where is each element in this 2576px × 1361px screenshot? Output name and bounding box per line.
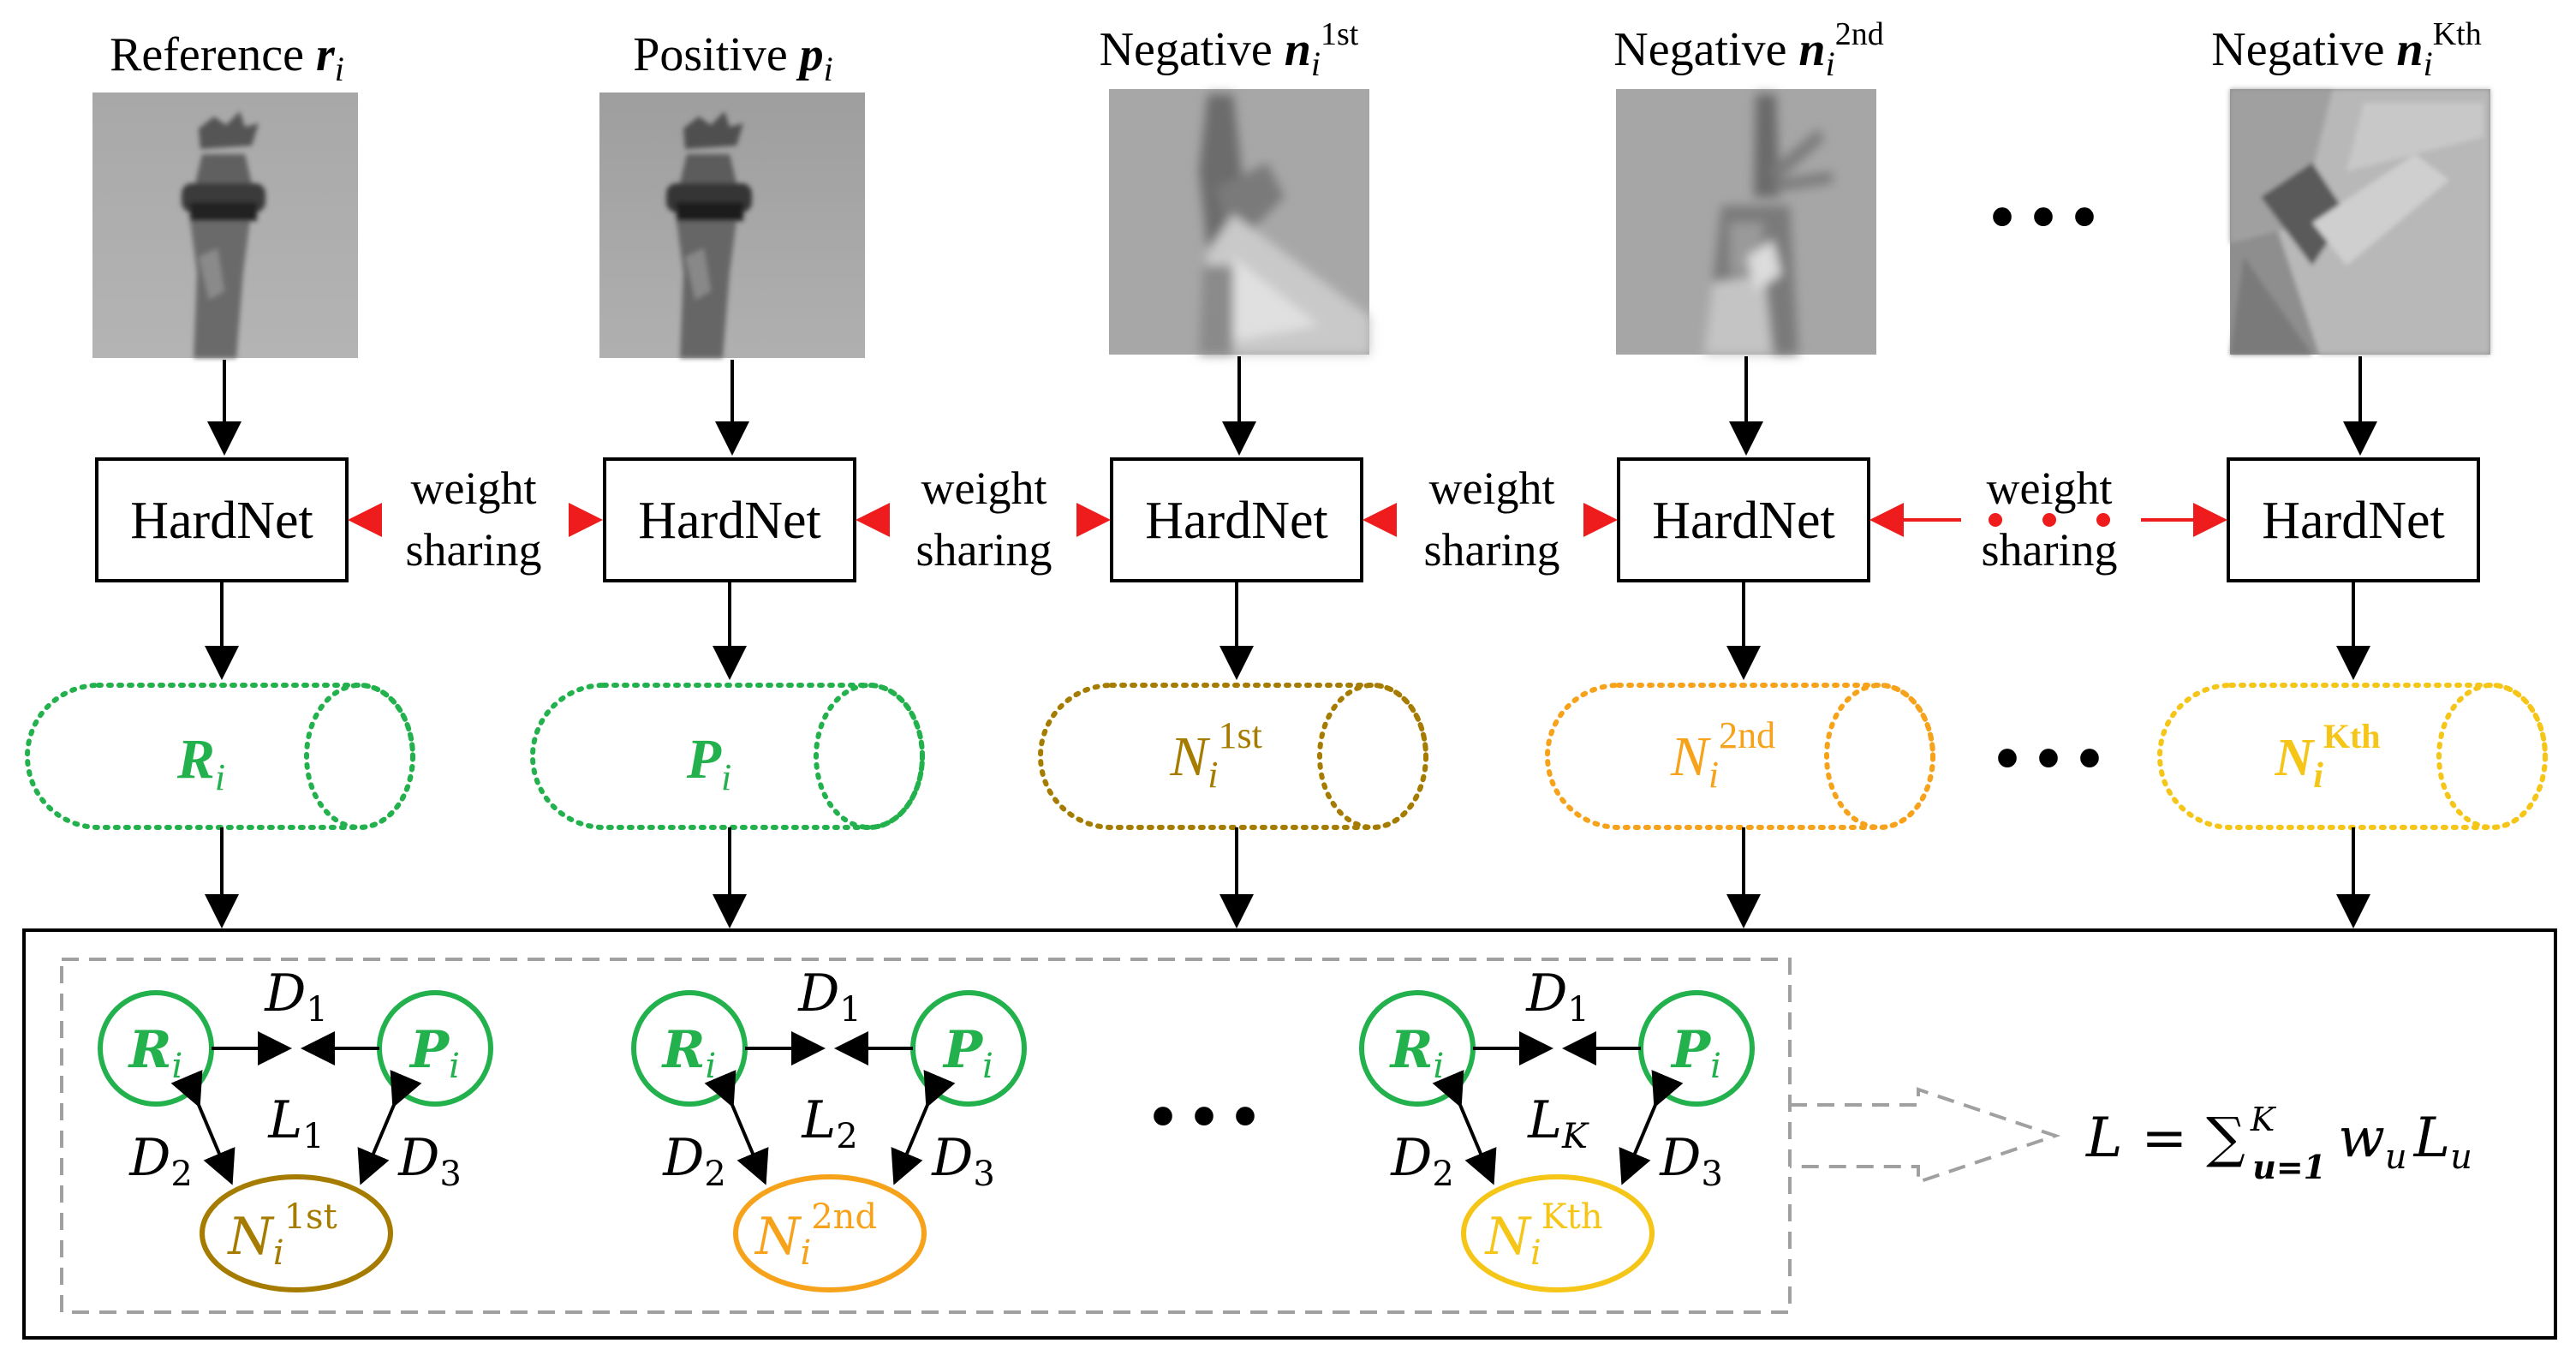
hardnet-box-3: HardNet [1110, 457, 1363, 582]
embedding-NK-cylinder [2157, 683, 2548, 830]
node-R-label: Ri [1389, 1020, 1445, 1086]
triplet-1: Ri Pi Ni1st D1 L1 D2 D3 [98, 964, 493, 1292]
embedding-P-label: Pi [686, 728, 732, 798]
ws-label-2-line1: weight [921, 463, 1047, 514]
node-N [733, 1174, 927, 1292]
hardnet-label: HardNet [1652, 492, 1834, 550]
embedding-to-loss-stubs [220, 827, 2355, 891]
embedding-labels: Ri Pi Ni1st Ni2nd NiKth [176, 714, 2381, 798]
triplet-group-dashed-box [60, 958, 1792, 1314]
node-P-label: Pi [1670, 1020, 1721, 1086]
triplet-graphs: Ri Pi Ni1st D1 L1 D2 D3 Ri Pi [98, 964, 1755, 1292]
input-patches [92, 89, 2490, 358]
hardnet-boxes: HardNet HardNet HardNet HardNet HardNet [95, 457, 2480, 582]
negative-kth-title: Negative niKth [2211, 16, 2481, 83]
d3-label: D3 [397, 1128, 462, 1194]
edge-d3 [357, 1070, 422, 1185]
embedding-cylinders [25, 683, 2548, 830]
node-N [1461, 1174, 1655, 1292]
hardnet-box-1: HardNet [95, 457, 349, 582]
column-titles: Reference ri Positive pi Negative ni1st … [110, 16, 2482, 88]
embedding-N2-label: Ni2nd [1670, 714, 1775, 796]
loss-label: L1 [267, 1090, 324, 1156]
node-R-label: Ri [661, 1020, 717, 1086]
edge-d2 [170, 1070, 236, 1185]
hardnet-box-5: HardNet [2227, 457, 2480, 582]
node-P-label: Pi [942, 1020, 993, 1086]
node-N-label: Ni1st [226, 1197, 337, 1273]
d2-label: D2 [128, 1128, 193, 1194]
triplet-ellipsis: • • • [1151, 1079, 1257, 1155]
reference-patch-image [92, 93, 358, 358]
embedding-NK-label: NiKth [2274, 717, 2380, 796]
network-to-embedding-arrows [205, 582, 2370, 680]
ws-label-2-line2: sharing [916, 524, 1052, 576]
ws-label-3-line2: sharing [1424, 524, 1560, 576]
d3-label: D3 [1659, 1128, 1723, 1194]
d2-label: D2 [1390, 1128, 1454, 1194]
d2-label: D2 [662, 1128, 726, 1194]
embedding-N1-cylinder [1038, 683, 1428, 830]
patch-ellipsis: • • • [1990, 180, 2096, 255]
triplet-2: Ri Pi Ni2nd D1 L2 D2 D3 [631, 964, 1027, 1292]
ws-label-4-line1: weight [1987, 463, 2113, 514]
embedding-P-cylinder [530, 683, 925, 830]
ws-label-1-line1: weight [411, 463, 537, 514]
d3-label: D3 [931, 1128, 995, 1194]
positive-patch-image [599, 93, 865, 358]
patch-to-network-arrows [207, 356, 2377, 456]
loss-label: LK [1527, 1090, 1589, 1156]
edge-d2 [704, 1070, 769, 1185]
loss-module-box [22, 928, 2557, 1340]
ws-label-3-line1: weight [1429, 463, 1555, 514]
negative-2nd-patch-image [1616, 89, 1876, 355]
node-R-label: Ri [128, 1020, 183, 1086]
hardnet-box-2: HardNet [603, 457, 856, 582]
embedding-R-label: Ri [176, 728, 225, 798]
positive-title: Positive pi [633, 28, 833, 88]
ws-label-1-line2: sharing [406, 524, 542, 576]
embedding-N1-label: Ni1st [1169, 714, 1262, 796]
weight-sharing-labels: weight sharing weight sharing weight sha… [406, 463, 2118, 576]
embedding-to-loss-arrows [205, 857, 2370, 928]
ws-label-4-line2: sharing [1982, 524, 2118, 576]
edge-d3 [1619, 1070, 1684, 1185]
embedding-N2-cylinder [1545, 683, 1935, 830]
embedding-R-cylinder [25, 683, 415, 830]
negative-1st-patch-image [1109, 89, 1370, 355]
node-N-label: Ni2nd [754, 1197, 877, 1273]
node-P-label: Pi [408, 1020, 460, 1086]
weight-sharing-red-dots [1989, 513, 2110, 527]
embedding-ellipsis: • • • [1995, 721, 2102, 797]
node-N-label: NiKth [1483, 1197, 1602, 1273]
edge-d3 [891, 1070, 956, 1185]
hardnet-label: HardNet [638, 492, 820, 550]
hardnet-label: HardNet [130, 492, 313, 550]
d1-label: D1 [1525, 964, 1589, 1030]
hardnet-label: HardNet [1145, 492, 1327, 550]
aggregation-arrow [1790, 1087, 2061, 1185]
reference-title: Reference ri [110, 28, 344, 88]
edge-d2 [1432, 1070, 1497, 1185]
d1-label: D1 [797, 964, 862, 1030]
hardnet-label: HardNet [2262, 492, 2444, 550]
negative-2nd-title: Negative ni2nd [1613, 16, 1883, 83]
negative-kth-patch-image [2230, 89, 2490, 355]
d1-label: D1 [264, 964, 328, 1030]
loss-label: L2 [801, 1090, 857, 1156]
hardnet-box-4: HardNet [1617, 457, 1870, 582]
triplet-k: Ri Pi NiKth D1 LK D2 D3 [1359, 964, 1755, 1292]
negative-1st-title: Negative ni1st [1100, 16, 1359, 83]
node-N [200, 1174, 393, 1292]
